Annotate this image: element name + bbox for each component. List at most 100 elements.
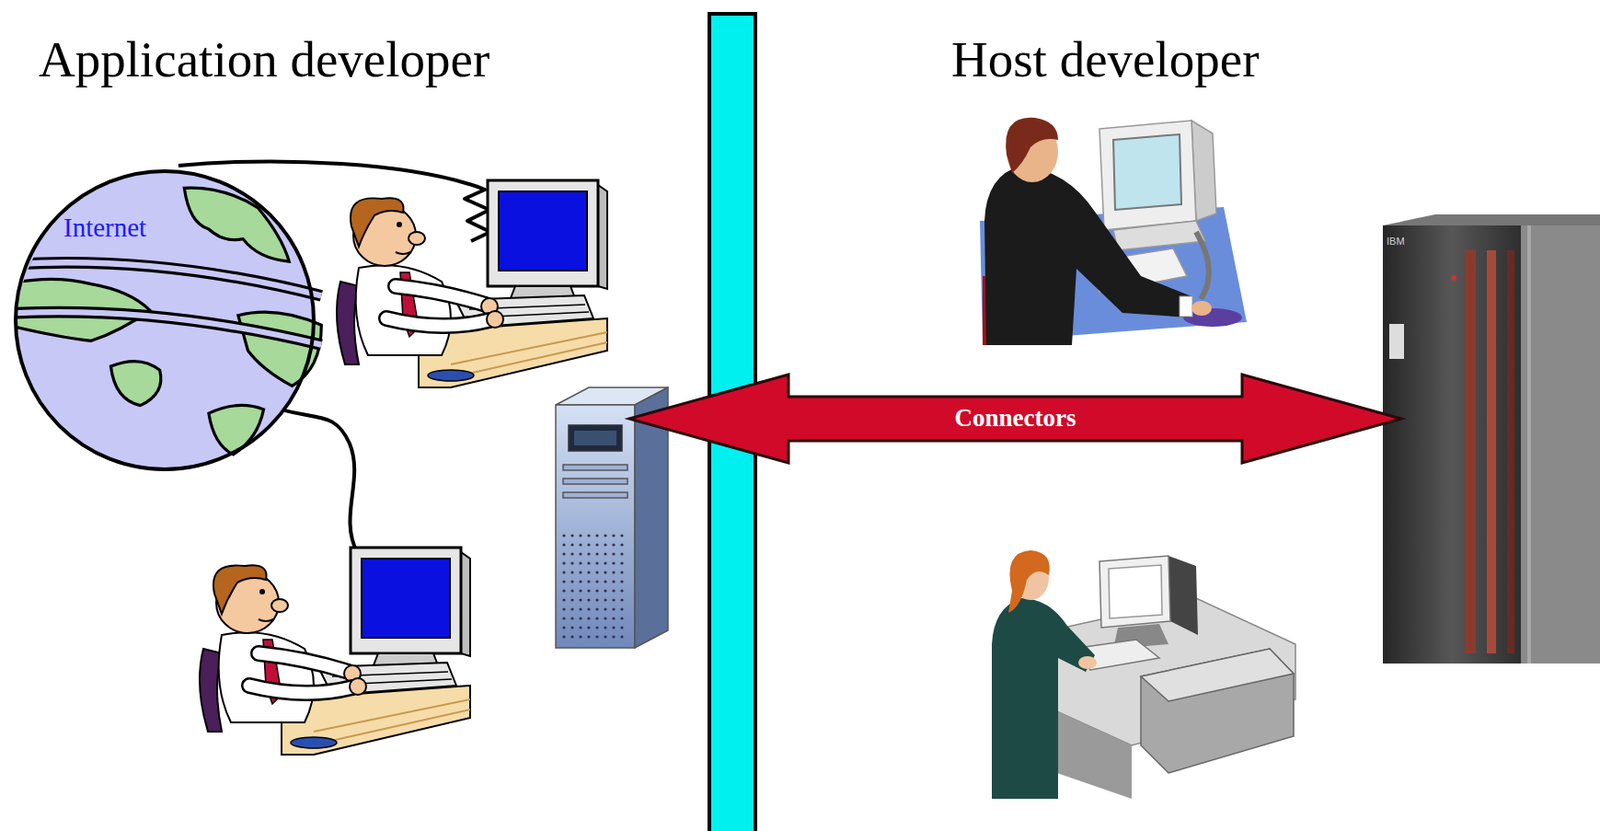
- vent-grid: [562, 607, 565, 611]
- vent-grid: [595, 634, 599, 638]
- vent-grid: [562, 533, 565, 537]
- vent-grid: [595, 598, 599, 601]
- vent-grid: [611, 570, 615, 574]
- vent-grid: [587, 570, 590, 574]
- vent-grid: [595, 561, 599, 565]
- vent-grid: [611, 616, 615, 620]
- vent-grid: [587, 625, 590, 629]
- server-tower: [563, 478, 628, 484]
- vent-grid: [587, 561, 590, 565]
- vent-grid: [603, 561, 607, 565]
- vent-grid: [570, 607, 574, 611]
- globe-band: [8, 311, 323, 345]
- vent-grid: [611, 561, 615, 565]
- vent-grid: [603, 598, 607, 601]
- mainframe: [1450, 275, 1457, 281]
- vent-grid: [611, 598, 615, 601]
- mainframe: [1507, 250, 1515, 654]
- vent-grid: [587, 579, 590, 583]
- vent-grid: [603, 625, 607, 629]
- vent-grid: [562, 570, 565, 574]
- vent-grid: [595, 625, 599, 629]
- host-developer-figure: [1113, 134, 1182, 210]
- vent-grid: [611, 588, 615, 592]
- host-developer-figure: [1140, 648, 1294, 773]
- vent-grid: [578, 607, 582, 611]
- vent-grid: [570, 634, 574, 638]
- mainframe: [1520, 225, 1600, 664]
- host-developer-figure: [1108, 564, 1163, 619]
- vent-grid: [570, 625, 574, 629]
- vent-grid: [578, 533, 582, 537]
- section-heading: Host developer: [951, 29, 1260, 91]
- vent-grid: [595, 533, 599, 537]
- continent: [184, 187, 289, 262]
- vent-grid: [570, 598, 574, 601]
- host-developer-figure: [984, 165, 1192, 346]
- host-developer-figure: [1196, 231, 1209, 300]
- vent-grid: [611, 607, 615, 611]
- vent-grid: [603, 542, 607, 546]
- vent-grid: [620, 588, 623, 592]
- vent-grid: [603, 588, 607, 592]
- mainframe: [1486, 250, 1497, 654]
- vent-grid: [587, 533, 590, 537]
- vent-grid: [620, 625, 623, 629]
- brand-logo: IBM: [1386, 235, 1405, 248]
- continent: [110, 361, 161, 406]
- vent-grid: [595, 552, 599, 555]
- vent-grid: [578, 634, 582, 638]
- globe-band: [8, 311, 323, 345]
- vent-grid: [603, 552, 607, 555]
- vent-grid: [578, 625, 582, 629]
- developer-cartoon: [199, 547, 471, 755]
- mainframe: [1382, 214, 1600, 226]
- vent-grid: [611, 533, 615, 537]
- vent-grid: [570, 561, 574, 565]
- section-heading: Application developer: [38, 29, 490, 91]
- vent-grid: [562, 533, 623, 638]
- vent-grid: [562, 552, 565, 555]
- vent-grid: [595, 570, 599, 574]
- vent-grid: [595, 588, 599, 592]
- vent-grid: [562, 634, 565, 638]
- vent-grid: [578, 588, 582, 592]
- vent-grid: [603, 616, 607, 620]
- host-developer-figure: [1008, 550, 1050, 613]
- host-developer-figure: [1113, 220, 1206, 251]
- developer-cartoon: [336, 180, 608, 388]
- continent: [238, 311, 322, 386]
- vent-grid: [587, 616, 590, 620]
- host-developer-figure: [1140, 648, 1294, 702]
- vent-grid: [620, 561, 623, 565]
- host-developer-figure: [1179, 296, 1193, 317]
- vent-grid: [578, 570, 582, 574]
- vent-grid: [578, 542, 582, 546]
- server-tower: [563, 464, 628, 471]
- server-tower: [568, 425, 622, 451]
- vent-grid: [578, 552, 582, 555]
- vent-grid: [611, 542, 615, 546]
- globe-band: [8, 262, 323, 296]
- server-tower: [563, 492, 628, 498]
- vent-grid: [587, 607, 590, 611]
- host-developer-figure: [991, 598, 1095, 799]
- mainframe: [1389, 323, 1405, 359]
- vent-grid: [595, 542, 599, 546]
- vent-grid: [620, 598, 623, 601]
- vent-grid: [570, 570, 574, 574]
- mainframe: [1382, 214, 1600, 664]
- vent-grid: [620, 616, 623, 620]
- vent-grid: [562, 542, 565, 546]
- vent-grid: [611, 579, 615, 583]
- connector-arrow: Connectors: [627, 372, 1404, 465]
- vent-grid: [578, 598, 582, 601]
- vent-grid: [603, 570, 607, 574]
- globe-node: Internet: [12, 168, 317, 472]
- vent-grid: [570, 552, 574, 555]
- arrow-label: Connectors: [955, 403, 1077, 433]
- vent-grid: [603, 533, 607, 537]
- vent-grid: [562, 625, 565, 629]
- continent: [208, 404, 265, 454]
